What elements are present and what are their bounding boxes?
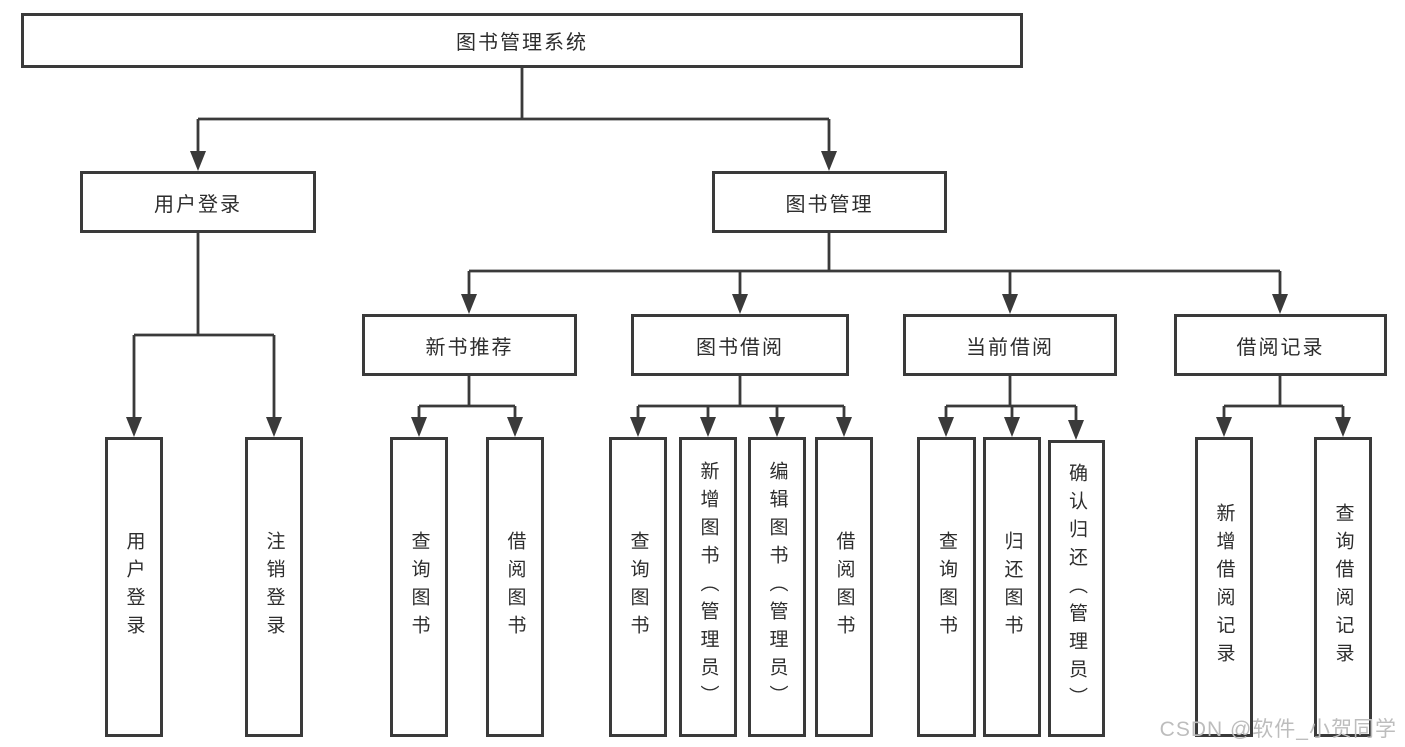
leaf-add-book-admin: 新增图书（管理员） <box>679 437 737 737</box>
leaf-borrow-book-recommend-label: 借阅图书 <box>504 531 526 643</box>
node-new-book-recommend: 新书推荐 <box>362 314 577 376</box>
leaf-query-borrow-record-label: 查询借阅记录 <box>1332 503 1354 671</box>
node-root-label: 图书管理系统 <box>456 32 588 54</box>
leaf-return-book: 归还图书 <box>983 437 1041 737</box>
leaf-add-book-admin-label: 新增图书（管理员） <box>697 461 719 713</box>
leaf-borrow-book-recommend: 借阅图书 <box>486 437 544 737</box>
leaf-query-book-borrow: 查询图书 <box>609 437 667 737</box>
leaf-confirm-return-admin-label: 确认归还（管理员） <box>1066 462 1087 715</box>
node-borrow-record: 借阅记录 <box>1174 314 1387 376</box>
node-book-management-label: 图书管理 <box>785 193 874 216</box>
node-current-borrow: 当前借阅 <box>903 314 1117 376</box>
leaf-borrow-book-label: 借阅图书 <box>833 531 855 643</box>
leaf-query-borrow-record: 查询借阅记录 <box>1314 437 1372 737</box>
node-user-login-label: 用户登录 <box>154 193 242 216</box>
node-book-borrow-label: 图书借阅 <box>696 336 784 359</box>
leaf-add-borrow-record: 新增借阅记录 <box>1195 437 1253 737</box>
leaf-return-book-label: 归还图书 <box>1001 531 1023 643</box>
node-book-management: 图书管理 <box>712 171 947 233</box>
leaf-edit-book-admin-label: 编辑图书（管理员） <box>766 461 788 713</box>
node-borrow-record-label: 借阅记录 <box>1236 336 1325 359</box>
connector-paths <box>132 68 1345 425</box>
leaf-logout: 注销登录 <box>245 437 303 737</box>
leaf-add-borrow-record-label: 新增借阅记录 <box>1213 503 1235 671</box>
node-user-login: 用户登录 <box>80 171 316 233</box>
watermark: CSDN @软件_小贺同学 <box>1159 718 1397 741</box>
arrowheads <box>126 151 1351 440</box>
leaf-query-book-recommend-label: 查询图书 <box>408 531 430 643</box>
leaf-logout-label: 注销登录 <box>263 531 285 643</box>
leaf-user-login-label: 用户登录 <box>123 531 145 643</box>
node-current-borrow-label: 当前借阅 <box>966 336 1054 359</box>
leaf-confirm-return-admin: 确认归还（管理员） <box>1048 440 1105 737</box>
node-root: 图书管理系统 <box>21 13 1023 68</box>
leaf-query-book-recommend: 查询图书 <box>390 437 448 737</box>
leaf-edit-book-admin: 编辑图书（管理员） <box>748 437 806 737</box>
leaf-user-login: 用户登录 <box>105 437 163 737</box>
leaf-query-current-borrow-label: 查询图书 <box>936 531 957 643</box>
node-new-book-recommend-label: 新书推荐 <box>425 336 514 359</box>
leaf-query-current-borrow: 查询图书 <box>917 437 976 737</box>
node-book-borrow: 图书借阅 <box>631 314 849 376</box>
leaf-borrow-book: 借阅图书 <box>815 437 873 737</box>
leaf-query-book-borrow-label: 查询图书 <box>627 531 649 643</box>
